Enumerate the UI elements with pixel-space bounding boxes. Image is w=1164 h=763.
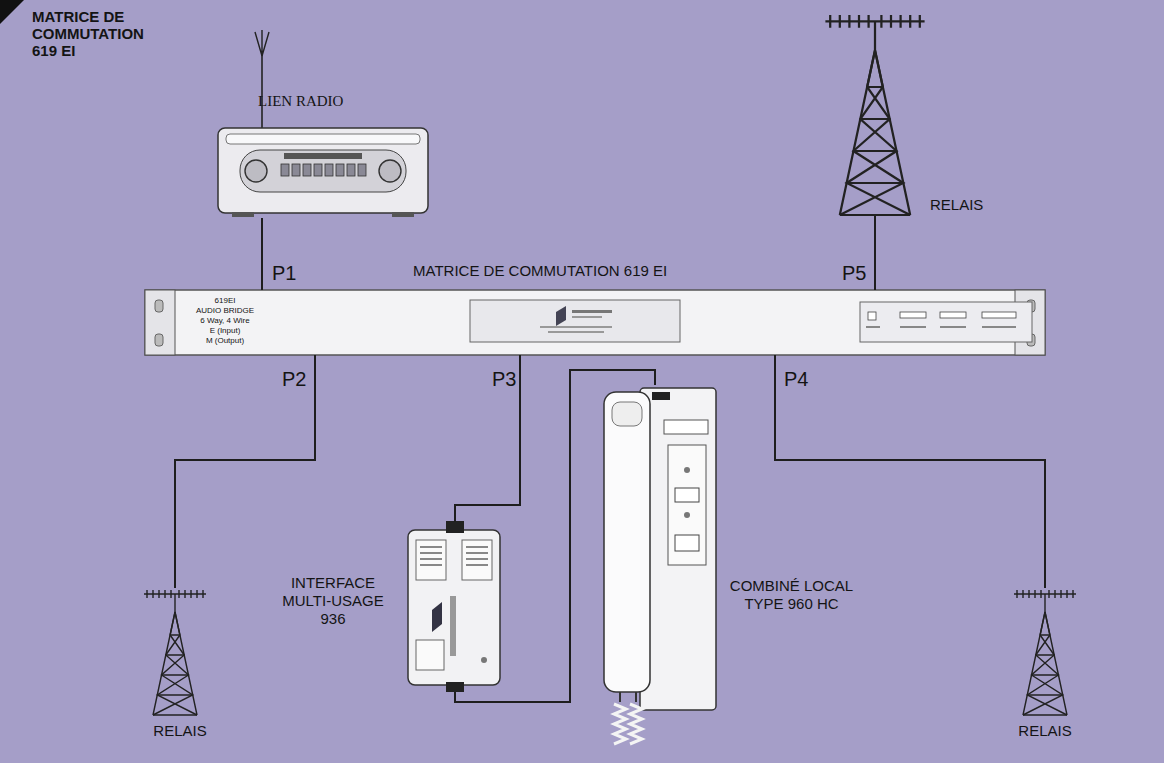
relay-station: RELAIS	[120, 588, 242, 748]
node-text: LIEN RADIO	[258, 92, 388, 110]
relay-station: RELAIS	[985, 588, 1115, 748]
text-block: INTERFACE MULTI-USAGE 936	[271, 574, 395, 628]
text-block: 619EIAUDIO BRIDGE6 Way, 4 WireE (Input)M…	[183, 296, 267, 346]
text-block: RELAIS	[120, 722, 240, 740]
caption-label: MATRICE DE COMMUTATION 619 EI	[413, 262, 713, 280]
text-block: COMBINÉ LOCAL TYPE 960 HC	[720, 577, 863, 613]
node-text: 6 Way, 4 Wire	[183, 316, 267, 326]
node-text: COMBINÉ LOCAL TYPE 960 HC	[720, 577, 863, 613]
corner-mark	[0, 0, 24, 24]
handset-station	[604, 388, 716, 744]
connector-wire	[455, 370, 655, 702]
node-text: E (Input)	[183, 326, 267, 336]
relay-station: RELAIS	[838, 10, 1008, 216]
radio-link: LIEN RADIO	[215, 28, 430, 218]
interface-unit	[408, 521, 500, 692]
node-text: 619EI	[183, 296, 267, 306]
connector-wire	[175, 355, 315, 588]
text-block: RELAIS	[985, 722, 1105, 740]
handset-station: COMBINÉ LOCAL TYPE 960 HC	[598, 385, 865, 755]
port-label: P5	[842, 262, 866, 284]
node-text: RELAIS	[120, 722, 240, 740]
interface-unit: INTERFACE MULTI-USAGE 936	[265, 522, 505, 692]
relay-tower	[144, 590, 206, 715]
port-label: P3	[492, 368, 516, 390]
connector-wire	[261, 218, 263, 290]
node-text: M (Output)	[183, 336, 267, 346]
text-block: RELAIS	[930, 196, 1004, 214]
relay-tower	[825, 15, 924, 215]
text-block: LIEN RADIO	[258, 92, 388, 110]
port-label: P2	[282, 368, 306, 390]
node-text: INTERFACE MULTI-USAGE 936	[271, 574, 395, 628]
connector-wire	[455, 355, 520, 522]
audio-bridge-rack	[145, 290, 1045, 355]
node-text: RELAIS	[985, 722, 1105, 740]
port-label: P1	[272, 262, 296, 284]
relay-tower	[1014, 590, 1076, 715]
node-text: AUDIO BRIDGE	[183, 306, 267, 316]
connector-wire	[775, 355, 1045, 588]
node-text: RELAIS	[930, 196, 1004, 214]
connector-wire	[874, 216, 876, 290]
radio-set	[218, 30, 428, 217]
diagram-title: MATRICE DE COMMUTATION 619 EI	[32, 8, 172, 59]
port-label: P4	[784, 368, 808, 390]
switching-matrix: 619EIAUDIO BRIDGE6 Way, 4 WireE (Input)M…	[145, 290, 1045, 355]
